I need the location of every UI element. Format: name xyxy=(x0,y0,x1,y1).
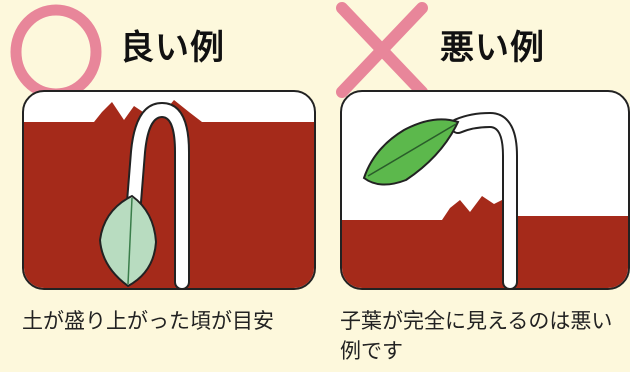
bad-example-caption: 子葉が完全に見えるのは悪い例です xyxy=(340,309,613,363)
cross-icon xyxy=(336,2,428,98)
circle-icon xyxy=(10,4,102,100)
good-example-title: 良い例 xyxy=(120,28,225,68)
bad-example-panel xyxy=(340,90,630,290)
good-example-panel xyxy=(22,90,316,290)
bad-example-illustration xyxy=(342,111,628,288)
good-example-caption: 土が盛り上がった頃が目安 xyxy=(22,309,274,333)
good-example-illustration xyxy=(24,100,314,288)
bad-example-title: 悪い例 xyxy=(440,28,545,68)
